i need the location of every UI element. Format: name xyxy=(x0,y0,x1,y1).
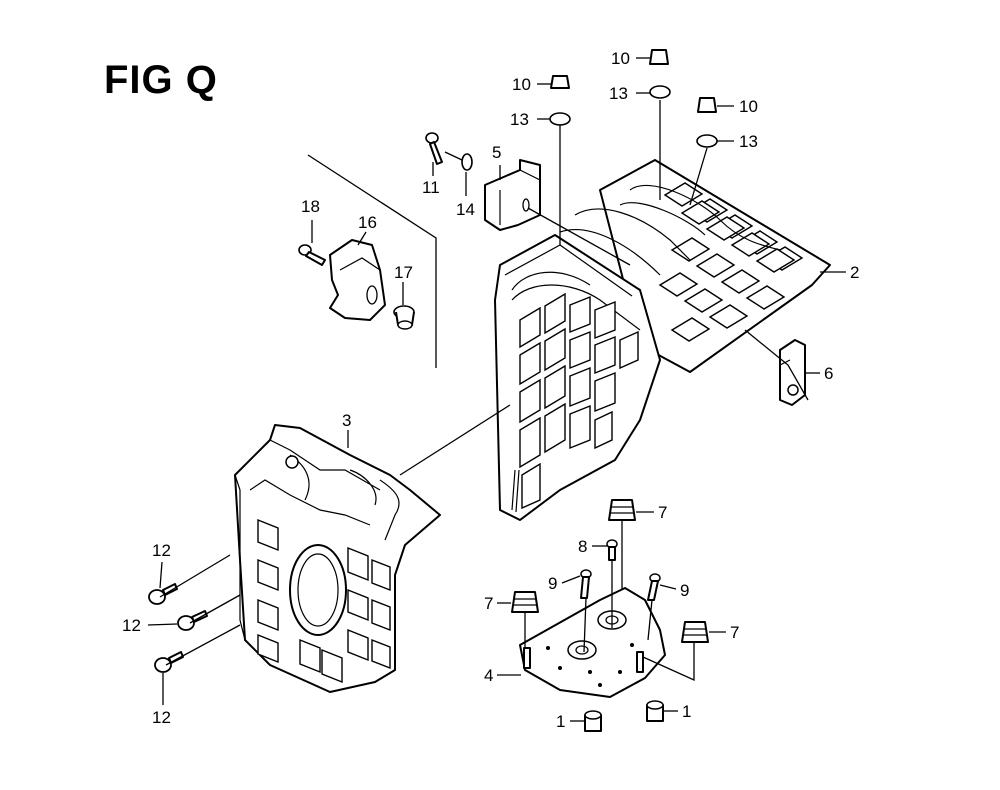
callout-10a: 10 xyxy=(512,75,531,94)
part-2-panel-grid xyxy=(519,292,639,510)
callout-10c: 10 xyxy=(739,97,758,116)
part-3-grid xyxy=(257,518,391,684)
part-16-clamp xyxy=(329,239,386,321)
part-5-bracket xyxy=(484,159,541,231)
part-4-plate xyxy=(519,587,666,698)
callout-labels: 2 6 3 5 11 14 10 13 10 13 10 13 18 16 17… xyxy=(122,49,859,731)
leader-lines xyxy=(159,100,809,682)
callout-4: 4 xyxy=(484,666,493,685)
callout-16: 16 xyxy=(358,213,377,232)
part-8-9-bolts xyxy=(523,539,661,673)
callout-1a: 1 xyxy=(556,712,565,731)
part-11-bolt xyxy=(425,132,443,165)
part-13-washers xyxy=(549,85,718,148)
part-18-screw xyxy=(298,244,326,266)
part-17-grommet xyxy=(393,305,415,330)
part-10-nuts xyxy=(550,49,717,113)
callout-13b: 13 xyxy=(609,84,628,103)
callout-1b: 1 xyxy=(682,702,691,721)
callout-12c: 12 xyxy=(152,708,171,727)
part-7-mounts xyxy=(511,499,709,643)
callout-7b: 7 xyxy=(484,594,493,613)
callout-9b: 9 xyxy=(680,581,689,600)
callout-17: 17 xyxy=(394,263,413,282)
part-1-feet xyxy=(584,700,664,732)
part-3-bore xyxy=(289,544,347,636)
callout-14: 14 xyxy=(456,200,475,219)
callout-13c: 13 xyxy=(739,132,758,151)
callout-7c: 7 xyxy=(730,623,739,642)
figure-title: FIG Q xyxy=(104,58,218,102)
callout-3: 3 xyxy=(342,411,351,430)
callout-8: 8 xyxy=(578,537,587,556)
callout-18: 18 xyxy=(301,197,320,216)
callout-10b: 10 xyxy=(611,49,630,68)
callout-2: 2 xyxy=(850,263,859,282)
part-12-bolts xyxy=(148,583,208,673)
callout-9a: 9 xyxy=(548,574,557,593)
callout-5: 5 xyxy=(492,143,501,162)
callout-6: 6 xyxy=(824,364,833,383)
part-2-tray-grid xyxy=(658,182,804,342)
part-2-frame xyxy=(494,159,831,521)
callout-7a: 7 xyxy=(658,503,667,522)
callout-11: 11 xyxy=(422,178,440,197)
part-3-block xyxy=(234,424,441,693)
part-14-washer xyxy=(461,153,473,171)
callout-12b: 12 xyxy=(122,616,141,635)
callout-13a: 13 xyxy=(510,110,529,129)
callout-leaders xyxy=(147,57,846,722)
callout-12a: 12 xyxy=(152,541,171,560)
